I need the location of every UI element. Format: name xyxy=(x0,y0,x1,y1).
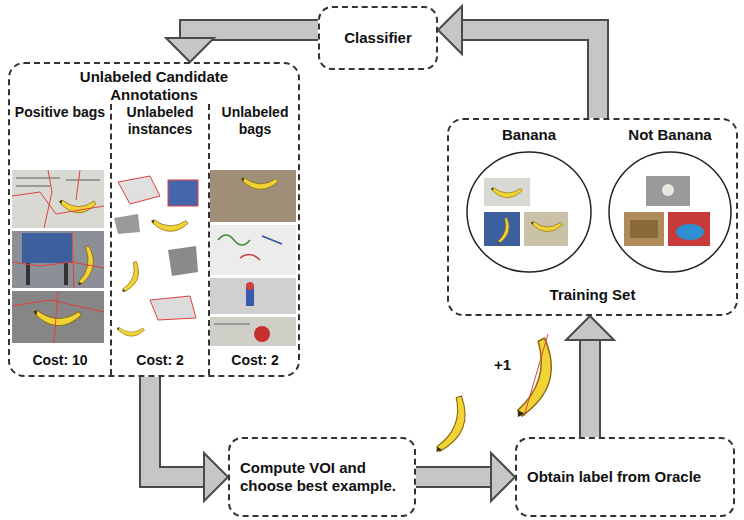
set-heading: Training Set xyxy=(459,286,726,304)
training-set-box: Training Set Banana Not Banana xyxy=(447,118,738,316)
process-box: Compute VOI and choose best example. xyxy=(228,437,416,517)
arrow-head xyxy=(566,316,614,340)
arrow-head xyxy=(438,6,462,54)
text-slot: Cost: 10 xyxy=(12,352,108,369)
circle-heading: Not Banana xyxy=(607,126,733,144)
text-slot: Cost: 2 xyxy=(212,352,298,369)
instance-segments xyxy=(114,176,198,336)
arrow-body xyxy=(581,338,599,437)
circle-outline xyxy=(465,150,593,274)
text-slot: Unlabeled Candidate Annotations xyxy=(50,68,258,104)
text-slot: Unlabeled instances xyxy=(114,104,206,138)
circle-outline xyxy=(607,150,733,274)
flow-arrow xyxy=(566,316,614,437)
process-box: Obtain label from Oracle xyxy=(515,437,735,517)
candidate-column: Unlabeled instancesCost: 2 xyxy=(110,104,208,375)
text-slot: Banana xyxy=(465,126,593,144)
flow-arrow xyxy=(438,6,598,118)
text-slot: +1 xyxy=(494,356,511,374)
flow-arrow xyxy=(150,377,228,501)
class-circle: Banana xyxy=(465,126,593,274)
text-slot: Not Banana xyxy=(607,126,733,144)
cost-label: Cost: 2 xyxy=(114,352,206,369)
cost-label: Cost: 2 xyxy=(212,352,298,369)
arrow-head xyxy=(204,453,228,501)
positive-bag-photos xyxy=(12,170,104,343)
arrow-outline xyxy=(460,30,598,118)
arrow-head xyxy=(166,38,214,62)
class-circle: Not Banana xyxy=(607,126,733,274)
text-slot: Cost: 2 xyxy=(114,352,206,369)
column-heading: Positive bags xyxy=(12,104,108,121)
candidate-pool-box: Unlabeled Candidate AnnotationsPositive … xyxy=(8,62,300,377)
unlabeled-bag-photos xyxy=(210,170,296,346)
text-slot: Training Set xyxy=(459,286,726,304)
annotation-label: +1 xyxy=(494,356,511,374)
training-photos xyxy=(484,176,710,246)
text-slot: Positive bags xyxy=(12,104,108,121)
box-label: Compute VOI and choose best example. xyxy=(240,459,404,495)
arrow-outline xyxy=(579,338,601,437)
column-heading: Unlabeled instances xyxy=(114,104,206,138)
box-label: Obtain label from Oracle xyxy=(527,468,701,486)
box-label: Classifier xyxy=(344,29,412,47)
flow-arrow xyxy=(416,453,515,501)
arrow-outline xyxy=(150,377,206,477)
text-slot: Unlabeled bags xyxy=(212,104,298,138)
column-heading: Unlabeled bags xyxy=(212,104,298,138)
arrow-outline xyxy=(416,466,493,488)
flow-arrow xyxy=(166,30,318,62)
candidate-column: Unlabeled bagsCost: 2 xyxy=(208,104,300,375)
region-heading: Unlabeled Candidate Annotations xyxy=(50,68,258,104)
arrow-body xyxy=(150,377,206,477)
circle-shape xyxy=(609,152,731,272)
arrow-head xyxy=(491,453,515,501)
candidate-column: Positive bagsCost: 10 xyxy=(10,104,110,375)
circle-heading: Banana xyxy=(465,126,593,144)
circle-shape xyxy=(467,152,591,272)
arrow-body xyxy=(460,30,598,118)
classifier-box: Classifier xyxy=(318,6,438,70)
arrow-body xyxy=(416,468,493,486)
cost-label: Cost: 10 xyxy=(12,352,108,369)
